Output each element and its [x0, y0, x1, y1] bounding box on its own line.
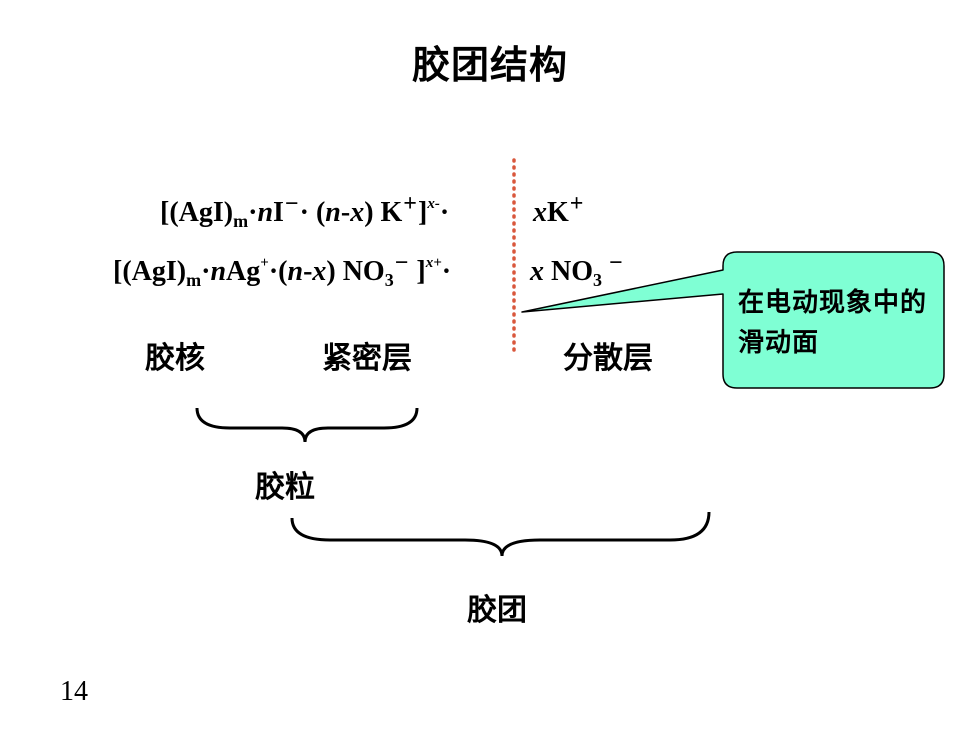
formula-agi-ki: [(AgI)m·nI−· (n-x) K+]x-· — [160, 191, 450, 231]
callout-slipping-plane-text: 在电动现象中的滑动面 — [738, 288, 928, 358]
page-number: 14 — [60, 676, 88, 707]
label-compact-layer: 紧密层 — [322, 341, 412, 376]
particle-brace — [195, 407, 419, 443]
formula-diffuse-k: xK+ — [533, 191, 584, 228]
label-particle: 胶粒 — [255, 470, 315, 505]
formula-agi-agno3: [(AgI)m·nAg+·(n-x) NO3− ]x+· — [113, 250, 452, 290]
page-title: 胶团结构 — [411, 43, 568, 87]
label-micelle: 胶团 — [467, 593, 527, 628]
formula-diffuse-no3: x NO3 − — [530, 250, 623, 290]
callout-bubble — [521, 251, 945, 389]
label-diffuse-layer: 分散层 — [563, 341, 653, 376]
micelle-brace — [290, 511, 711, 557]
label-core: 胶核 — [145, 341, 205, 376]
